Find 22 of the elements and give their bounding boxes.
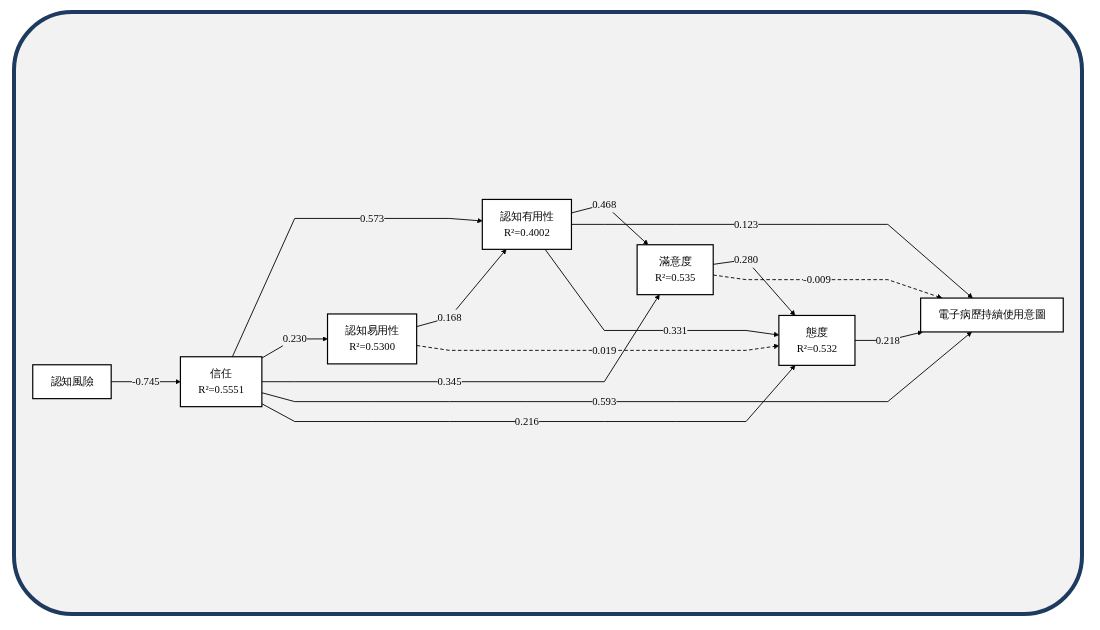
edge-label: 0.123 [734, 218, 759, 231]
edge-label: 0.168 [437, 311, 462, 324]
edge-label: 0.230 [282, 332, 307, 345]
node-box [481, 198, 573, 250]
edge-label: -0.745 [131, 375, 160, 388]
node-box [326, 313, 418, 365]
edge-label: -0.009 [803, 273, 831, 286]
edge-label: 0.573 [360, 212, 385, 225]
edge-label: 0.468 [592, 198, 617, 211]
node-box [636, 244, 714, 296]
edge-label: 0.019 [592, 344, 617, 357]
node-box [920, 297, 1064, 333]
panel-background: -0.745 0.573 0.230 0.168 0.468 0.345 0.123 0.593 0.216 0.331 0.280 0.019 -0.009 0.218 認知風險 信任 R²=0.5551 認知有用性 R²=0.4002 滿意度 R²=0.535 認知易用性 R²=0.5300 態度 R²=0.532 電子病歷持續使用意圖 [12, 10, 1084, 616]
edge-label: 0.280 [734, 253, 759, 266]
node-box [32, 364, 112, 400]
edge-label: 0.218 [875, 334, 900, 347]
edge-label: 0.331 [663, 324, 688, 337]
edge-label: 0.216 [514, 415, 539, 428]
node-box [179, 356, 263, 408]
edge-label: 0.345 [437, 375, 462, 388]
edge-label: 0.593 [592, 395, 617, 408]
node-box [778, 314, 856, 366]
